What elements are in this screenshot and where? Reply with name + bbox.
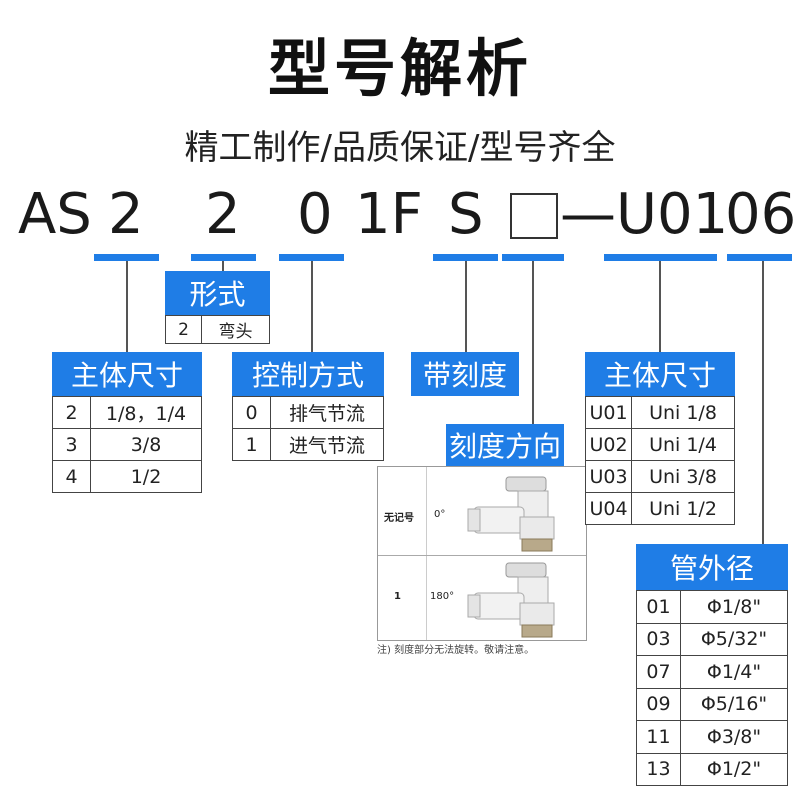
connector-tube bbox=[762, 261, 764, 544]
connector-scale-dir bbox=[532, 261, 534, 424]
code-prefix: AS bbox=[18, 182, 92, 247]
tube-code: 11 bbox=[636, 720, 681, 754]
scale-dir-code: 1 bbox=[394, 591, 401, 602]
code-control: 0 bbox=[297, 182, 333, 247]
table-row: 13 Φ1/2" bbox=[636, 752, 788, 786]
connector-body-size bbox=[126, 261, 128, 352]
scale-dir-header: 刻度方向 bbox=[446, 424, 564, 466]
underline-tube bbox=[727, 254, 792, 261]
thread-value: Uni 1/4 bbox=[631, 428, 735, 461]
control-value: 进气节流 bbox=[270, 428, 384, 461]
scale-header: 带刻度 bbox=[411, 352, 519, 396]
control-table: 0 排气节流 1 进气节流 bbox=[232, 396, 384, 461]
table-row: 2 1/8，1/4 bbox=[52, 396, 202, 429]
control-header: 控制方式 bbox=[232, 352, 384, 396]
underline-body-size bbox=[94, 254, 159, 261]
body-size-code: 2 bbox=[52, 396, 91, 429]
tube-code: 13 bbox=[636, 752, 681, 786]
tube-value: Φ1/8" bbox=[680, 590, 788, 624]
scale-dir-angle: 180° bbox=[430, 591, 455, 602]
thread-code: U04 bbox=[585, 492, 632, 525]
underline-thread bbox=[604, 254, 717, 261]
form-value: 弯头 bbox=[201, 315, 270, 344]
form-table: 2 弯头 bbox=[165, 315, 270, 344]
tube-value: Φ1/4" bbox=[680, 655, 788, 689]
underline-control bbox=[279, 254, 344, 261]
body-size-header: 主体尺寸 bbox=[52, 352, 202, 396]
scale-dir-note: 注) 刻度部分无法旋转。敬请注意。 bbox=[377, 645, 535, 656]
table-row: 1 进气节流 bbox=[232, 428, 384, 461]
tube-header: 管外径 bbox=[636, 544, 788, 590]
body-size-code: 4 bbox=[52, 460, 91, 493]
form-header: 形式 bbox=[165, 271, 270, 315]
row-divider bbox=[378, 555, 586, 556]
table-row: 2 弯头 bbox=[165, 315, 270, 344]
tube-table: 01 Φ1/8" 03 Φ5/32" 07 Φ1/4" 09 Φ5/16" 11… bbox=[636, 590, 788, 786]
control-code: 1 bbox=[232, 428, 271, 461]
control-code: 0 bbox=[232, 396, 271, 429]
table-row: 3 3/8 bbox=[52, 428, 202, 461]
thread-value: Uni 1/2 bbox=[631, 492, 735, 525]
table-row: U04 Uni 1/2 bbox=[585, 492, 735, 525]
body-size-code: 3 bbox=[52, 428, 91, 461]
body-size-value: 1/8，1/4 bbox=[90, 396, 202, 429]
underline-scale-dir bbox=[502, 254, 564, 261]
thread-table: U01 Uni 1/8 U02 Uni 1/4 U03 Uni 3/8 U04 … bbox=[585, 396, 735, 525]
code-thread: —U01 bbox=[560, 182, 729, 247]
fitting-0deg-icon bbox=[467, 476, 555, 552]
code-tube: 06 bbox=[725, 182, 797, 247]
table-row: 03 Φ5/32" bbox=[636, 622, 788, 656]
underline-scale bbox=[433, 254, 498, 261]
code-scale: S bbox=[448, 182, 484, 247]
divider bbox=[426, 467, 427, 640]
body-size-table: 2 1/8，1/4 3 3/8 4 1/2 bbox=[52, 396, 202, 493]
table-row: U02 Uni 1/4 bbox=[585, 428, 735, 461]
scale-dir-angle: 0° bbox=[434, 509, 446, 520]
table-row: 07 Φ1/4" bbox=[636, 655, 788, 689]
thread-value: Uni 1/8 bbox=[631, 396, 735, 429]
code-scale-dir-box bbox=[510, 193, 558, 239]
table-row: U03 Uni 3/8 bbox=[585, 460, 735, 493]
table-row: 0 排气节流 bbox=[232, 396, 384, 429]
thread-code: U03 bbox=[585, 460, 632, 493]
tube-code: 07 bbox=[636, 655, 681, 689]
tube-value: Φ1/2" bbox=[680, 752, 788, 786]
fitting-180deg-icon bbox=[467, 562, 555, 638]
connector-form bbox=[222, 261, 224, 271]
tube-value: Φ3/8" bbox=[680, 720, 788, 754]
scale-dir-code: 无记号 bbox=[384, 513, 414, 524]
code-type: 1F bbox=[355, 182, 423, 247]
tube-code: 03 bbox=[636, 622, 681, 656]
form-code: 2 bbox=[165, 315, 202, 344]
thread-header: 主体尺寸 bbox=[585, 352, 735, 396]
control-value: 排气节流 bbox=[270, 396, 384, 429]
tube-code: 01 bbox=[636, 590, 681, 624]
underline-form bbox=[191, 254, 256, 261]
table-row: 09 Φ5/16" bbox=[636, 687, 788, 721]
thread-value: Uni 3/8 bbox=[631, 460, 735, 493]
page-subtitle: 精工制作/品质保证/型号齐全 bbox=[184, 128, 616, 168]
table-row: 4 1/2 bbox=[52, 460, 202, 493]
connector-control bbox=[311, 261, 313, 352]
table-row: 01 Φ1/8" bbox=[636, 590, 788, 624]
code-form: 2 bbox=[205, 182, 241, 247]
scale-dir-illustration: 无记号 0° 1 180° bbox=[377, 466, 587, 641]
table-row: U01 Uni 1/8 bbox=[585, 396, 735, 429]
table-row: 11 Φ3/8" bbox=[636, 720, 788, 754]
body-size-value: 3/8 bbox=[90, 428, 202, 461]
code-body-size: 2 bbox=[108, 182, 144, 247]
thread-code: U01 bbox=[585, 396, 632, 429]
body-size-value: 1/2 bbox=[90, 460, 202, 493]
thread-code: U02 bbox=[585, 428, 632, 461]
connector-thread bbox=[659, 261, 661, 352]
connector-scale bbox=[465, 261, 467, 352]
tube-value: Φ5/16" bbox=[680, 687, 788, 721]
tube-value: Φ5/32" bbox=[680, 622, 788, 656]
tube-code: 09 bbox=[636, 687, 681, 721]
page-title: 型号解析 bbox=[267, 32, 532, 105]
